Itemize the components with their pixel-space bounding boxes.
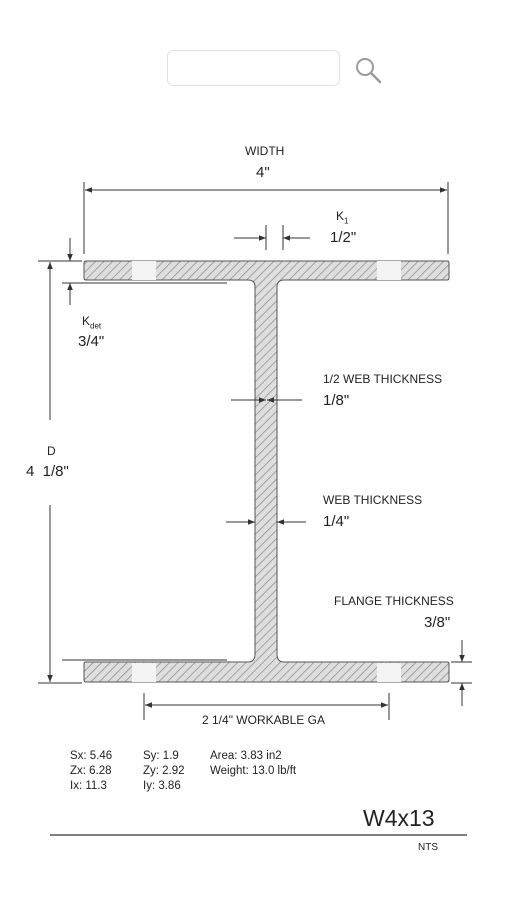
- bolt-hole: [132, 261, 156, 280]
- width-value: 4": [256, 164, 270, 181]
- section-title: W4x13: [363, 805, 435, 831]
- bolt-hole: [377, 261, 401, 280]
- scale-note: NTS: [418, 842, 438, 853]
- property-area: Area: 3.83 in2: [210, 750, 282, 762]
- web-thickness-value: 1/4": [323, 513, 350, 530]
- half-web-thickness-label: 1/2 WEB THICKNESS: [323, 372, 443, 386]
- property-sx: Sx: 5.46: [70, 750, 113, 762]
- property-zy: Zy: 2.92: [143, 765, 185, 777]
- bolt-hole: [377, 663, 401, 682]
- width-label: WIDTH: [245, 144, 285, 158]
- k1-value: 1/2": [330, 229, 357, 246]
- search-input[interactable]: [167, 50, 340, 86]
- half-web-thickness-value: 1/8": [323, 392, 350, 409]
- k1-label: K1: [336, 209, 349, 226]
- property-ix: Ix: 11.3: [70, 780, 107, 792]
- kdet-label: Kdet: [82, 314, 102, 331]
- kdet-value: 3/4": [78, 333, 105, 350]
- flange-thickness-value: 3/8": [424, 614, 451, 631]
- i-beam-profile: [83, 260, 450, 683]
- flange-thickness-label: FLANGE THICKNESS: [334, 594, 454, 608]
- web-thickness-label: WEB THICKNESS: [323, 493, 423, 507]
- property-iy: Iy: 3.86: [143, 780, 181, 792]
- depth-label: D: [47, 444, 56, 458]
- property-weight: Weight: 13.0 lb/ft: [210, 765, 297, 777]
- property-sy: Sy: 1.9: [143, 750, 179, 762]
- property-zx: Zx: 6.28: [70, 765, 112, 777]
- depth-value: 4 1/8": [26, 463, 69, 480]
- workable-gauge-label: 2 1/4" WORKABLE GA: [202, 713, 325, 727]
- bolt-hole: [132, 663, 156, 682]
- search-icon[interactable]: [353, 55, 383, 85]
